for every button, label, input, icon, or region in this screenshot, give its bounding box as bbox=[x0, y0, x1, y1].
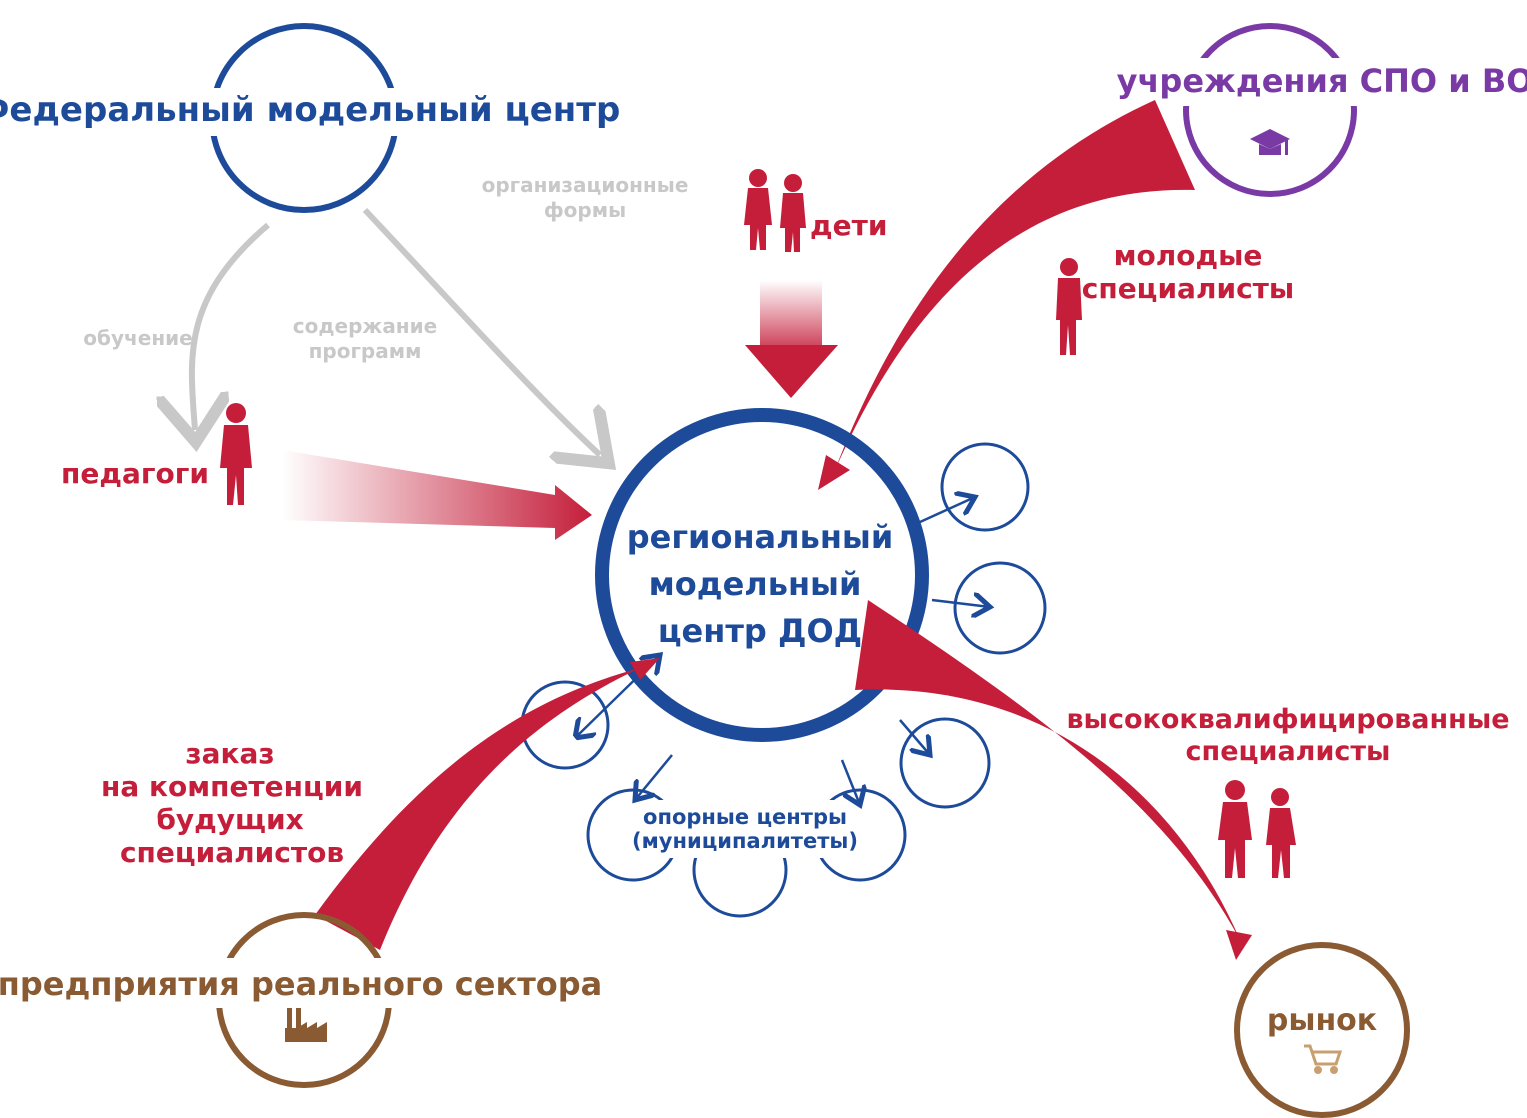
highly-qualified-line-1: высококвалифицированные bbox=[1066, 704, 1509, 735]
regional-center-line-3: центр ДОД bbox=[658, 612, 862, 650]
market-label: рынок bbox=[1267, 1003, 1377, 1038]
teachers-label: педагоги bbox=[61, 457, 209, 490]
children-arrow-head bbox=[745, 345, 838, 398]
org-forms-line-1: организационные bbox=[482, 173, 689, 197]
training-label: обучение bbox=[83, 326, 192, 350]
institutions-label: учреждения СПО и ВО bbox=[1117, 62, 1527, 100]
competence-order-arrow bbox=[315, 668, 640, 950]
program-content-line-1: содержание bbox=[293, 314, 437, 338]
enterprises-label: предприятия реального сектора bbox=[0, 965, 602, 1003]
institutions-circle bbox=[1183, 23, 1357, 197]
program-content-arrow bbox=[362, 207, 600, 455]
support-centers-line-2: (муниципалитеты) bbox=[632, 829, 858, 853]
federal-center-label: Федеральный модельный центр bbox=[0, 90, 620, 130]
competence-order-line-1: заказ bbox=[185, 737, 274, 770]
regional-center-circle bbox=[595, 408, 929, 742]
competence-order-line-4: специалистов bbox=[120, 836, 344, 869]
young-specialists-line-2: специалисты bbox=[1082, 272, 1294, 305]
program-content-line-2: программ bbox=[309, 339, 422, 363]
shopping-cart-icon bbox=[1304, 1044, 1343, 1074]
support-centers-line-1: опорные центры bbox=[643, 805, 847, 829]
young-specialists-line-1: молодые bbox=[1114, 239, 1263, 272]
teachers-arrow bbox=[282, 450, 592, 540]
competence-order-line-2: на компетенции bbox=[101, 770, 363, 803]
graduation-cap-icon bbox=[1250, 129, 1290, 155]
market-circle bbox=[1234, 942, 1410, 1118]
highly-qualified-arrow bbox=[855, 600, 1240, 940]
young-specialists-arrow bbox=[835, 100, 1195, 470]
person-icon bbox=[220, 169, 1296, 878]
children-label: дети bbox=[810, 209, 887, 242]
org-forms-line-2: формы bbox=[544, 198, 626, 222]
regional-center-line-1: региональный bbox=[627, 518, 894, 556]
factory-icon bbox=[285, 1008, 327, 1042]
training-arrow bbox=[192, 222, 270, 430]
competence-order-line-3: будущих bbox=[156, 803, 303, 836]
highly-qualified-line-2: специалисты bbox=[1186, 736, 1391, 767]
regional-center-line-2: модельный bbox=[649, 565, 862, 603]
